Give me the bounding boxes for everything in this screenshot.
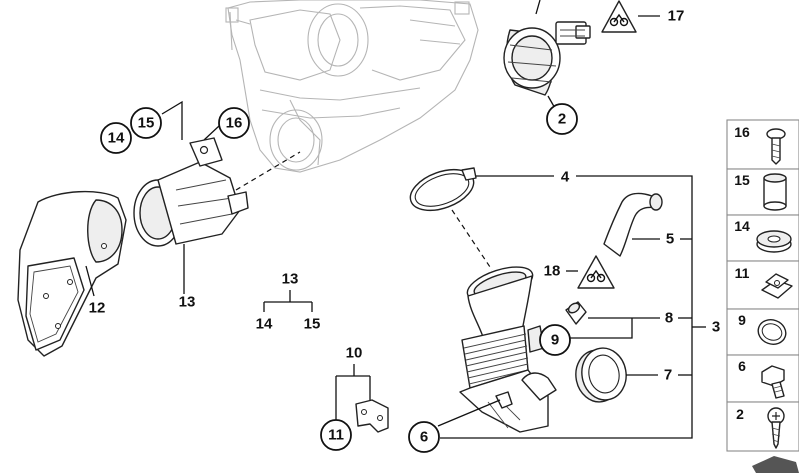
warning-label-17-icon	[601, 0, 637, 33]
svg-text:9: 9	[551, 332, 559, 349]
leader-part-9	[570, 318, 633, 339]
svg-text:16: 16	[734, 124, 750, 140]
callout-10: 10	[346, 345, 363, 362]
part-hose-5	[603, 192, 663, 257]
callout-16: 16	[218, 107, 250, 139]
svg-text:14: 14	[108, 130, 125, 147]
legend-item-6: 6	[726, 354, 799, 403]
callout-11: 11	[320, 419, 352, 451]
hex-bolt-6-icon	[761, 365, 785, 399]
callout-7: 7	[664, 367, 672, 384]
svg-text:2: 2	[736, 406, 744, 422]
seal-ring-9-icon	[757, 319, 787, 345]
svg-text:11: 11	[735, 265, 750, 281]
leader-part-16	[203, 125, 220, 141]
legend-item-16: 16	[726, 119, 799, 170]
legend-item-9: 9	[726, 308, 799, 356]
callout-12: 12	[89, 300, 106, 317]
svg-text:2: 2	[558, 111, 566, 128]
part-intake-duct-assembly	[459, 266, 557, 433]
grommet-14-icon	[756, 230, 792, 253]
svg-text:16: 16	[226, 115, 243, 132]
sleeve-15-icon	[763, 173, 787, 211]
air-filter-housing	[225, 0, 479, 173]
callout-3: 3	[712, 319, 720, 336]
leader-part-6	[437, 399, 501, 427]
part-intake-duct-13	[133, 137, 249, 247]
callout-13-sub-14: 14	[256, 316, 273, 333]
leader-part-15	[161, 100, 183, 140]
leader-part-12	[85, 265, 95, 297]
callout-4: 4	[561, 169, 570, 186]
dash-4-to-duct	[451, 209, 493, 271]
screw-2-icon	[767, 407, 785, 449]
part-bracket-10	[355, 399, 389, 433]
svg-text:6: 6	[738, 358, 746, 374]
callout-13-group: 13	[282, 271, 299, 288]
legend-item-11: 11	[726, 260, 799, 310]
callout-5: 5	[666, 231, 674, 248]
part-plug-9	[565, 301, 587, 325]
callout-13-sub-15: 15	[304, 316, 321, 333]
part-coupling-7	[575, 347, 627, 403]
callout-18: 18	[544, 263, 561, 280]
warning-label-18-icon	[577, 255, 615, 289]
callout-2: 2	[546, 103, 578, 135]
dash-13-to-housing	[235, 151, 301, 191]
svg-text:9: 9	[738, 312, 746, 328]
part-hose-clamp-4	[409, 167, 477, 212]
part-air-intake-12	[17, 190, 127, 357]
bracket-10	[335, 364, 371, 420]
callout-14: 14	[100, 122, 132, 154]
legend-item-14: 14	[726, 214, 799, 262]
svg-text:11: 11	[328, 427, 344, 444]
legend-panel: 16 15 14	[726, 119, 799, 473]
callout-6: 6	[408, 421, 440, 453]
svg-text:14: 14	[734, 218, 750, 234]
legend-item-15: 15	[726, 168, 799, 216]
callout-15: 15	[130, 107, 162, 139]
callout-8: 8	[665, 310, 673, 327]
legend-item-2: 2	[726, 401, 799, 452]
svg-text:15: 15	[138, 115, 155, 132]
svg-text:15: 15	[734, 172, 750, 188]
callout-17: 17	[668, 8, 685, 25]
svg-text:6: 6	[420, 429, 428, 446]
bracket-13	[263, 290, 313, 312]
bracket-assembly-3	[440, 175, 693, 439]
clip-nut-11-icon	[761, 273, 793, 299]
callout-13-part: 13	[179, 294, 196, 311]
cutoff-part-icon	[752, 456, 799, 473]
part-air-mass-meter	[503, 21, 591, 96]
leader-part-2-top	[535, 0, 541, 15]
callout-9: 9	[539, 324, 571, 356]
screw-16-icon	[766, 128, 786, 165]
